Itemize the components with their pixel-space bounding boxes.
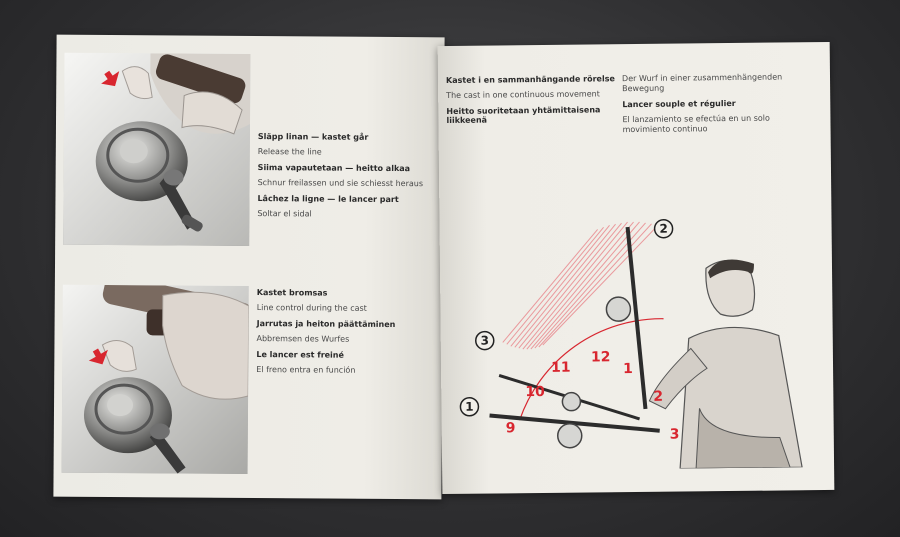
instruction-sv-brake: Kastet bromsas xyxy=(256,288,328,298)
step-marker-2: 2 xyxy=(653,218,674,239)
reel-braking-illustration xyxy=(61,284,249,474)
instruction-de-release: Schnur freilassen und sie schiesst herau… xyxy=(257,178,424,189)
caption-en-cast: The cast in one continuous movement xyxy=(446,89,600,100)
clock-number-10: 10 xyxy=(525,384,545,400)
clock-number-1: 1 xyxy=(623,361,633,377)
instruction-es-brake: El freno entra en función xyxy=(256,365,356,375)
caption-fr-cast: Lancer souple et régulier xyxy=(622,98,736,110)
step-marker-3: 3 xyxy=(475,330,495,351)
svg-text:3: 3 xyxy=(480,334,489,348)
release-line-instructions: Släpp linan — kastet går Release the lin… xyxy=(257,132,438,226)
motion-arc xyxy=(519,318,664,421)
right-page: Kastet i en sammanhängande rörelse The c… xyxy=(437,41,835,495)
instruction-en-release: Release the line xyxy=(257,147,322,157)
casting-motion-diagram: 2 3 1 9 10 11 12 1 2 3 xyxy=(459,218,803,470)
photo-release-line xyxy=(63,52,251,247)
instruction-fr-release: Lâchez la ligne — le lancer part xyxy=(257,194,399,205)
step-marker-1: 1 xyxy=(459,397,480,417)
caption-fi-cast: Heitto suoritetaan yhtämittaisena liikke… xyxy=(446,105,601,125)
instruction-fr-brake: Le lancer est freiné xyxy=(256,350,344,360)
angler-figure xyxy=(648,259,803,470)
caption-de-cast: Der Wurf in einer zusammenhängenden Bewe… xyxy=(621,72,783,94)
clock-number-2: 2 xyxy=(653,389,663,405)
caption-es-cast: El lanzamiento se efectúa en un solo mov… xyxy=(622,113,770,135)
clock-number-9: 9 xyxy=(506,420,516,436)
reel-release-illustration xyxy=(63,52,251,247)
instruction-fi-release: Siima vapautetaan — heitto alkaa xyxy=(257,163,411,174)
instruction-fi-brake: Jarrutas ja heiton päättäminen xyxy=(256,319,396,330)
clock-number-12: 12 xyxy=(591,349,611,365)
caption-sv-cast: Kastet i en sammanhängande rörelse xyxy=(445,74,615,85)
instruction-es-release: Soltar el sidal xyxy=(257,209,312,219)
rod-position-1 xyxy=(489,413,660,433)
red-arrow-icon xyxy=(101,70,120,87)
cast-caption-column-a: Kastet i en sammanhängande rörelse The c… xyxy=(446,74,622,131)
clock-number-11: 11 xyxy=(551,360,571,376)
photo-line-control xyxy=(61,284,249,474)
svg-text:2: 2 xyxy=(659,222,668,236)
instruction-en-brake: Line control during the cast xyxy=(256,303,367,313)
cast-caption-column-b: Der Wurf in einer zusammenhängenden Bewe… xyxy=(622,72,798,141)
instruction-sv-release: Släpp linan — kastet går xyxy=(257,132,369,142)
reel-icon xyxy=(605,296,632,322)
reel-icon xyxy=(557,422,583,449)
clock-number-3: 3 xyxy=(670,427,680,443)
reel-icon xyxy=(561,391,582,412)
rod-position-2 xyxy=(625,226,648,410)
instruction-de-brake: Abbremsen des Wurfes xyxy=(256,334,350,344)
left-page: Släpp linan — kastet går Release the lin… xyxy=(53,34,445,500)
svg-text:1: 1 xyxy=(465,400,474,414)
red-arrow-icon xyxy=(88,348,108,365)
line-control-instructions: Kastet bromsas Line control during the c… xyxy=(256,288,437,382)
motion-streaks xyxy=(502,221,658,350)
